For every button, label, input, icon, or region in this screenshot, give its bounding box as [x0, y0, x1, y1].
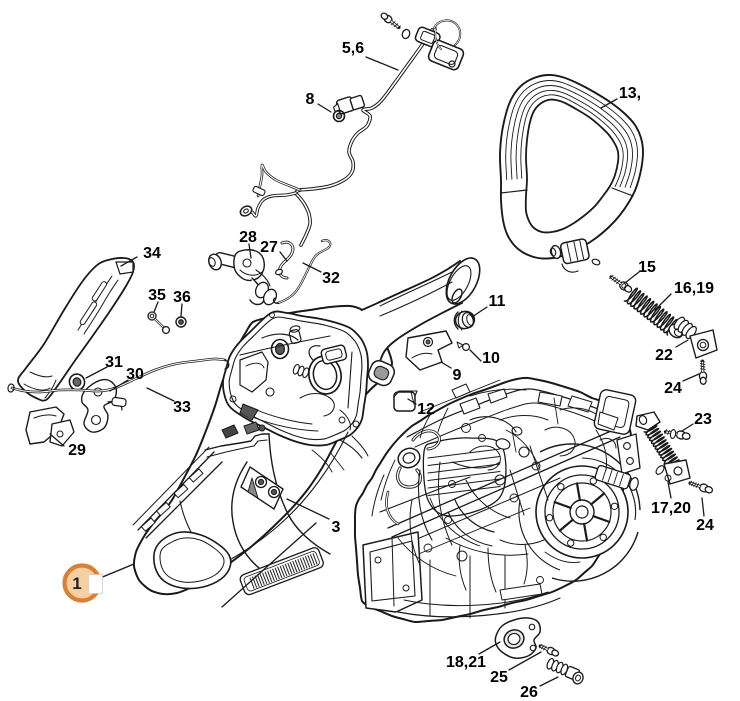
svg-text:15: 15	[638, 259, 656, 276]
svg-text:35: 35	[148, 287, 166, 304]
svg-text:31: 31	[105, 354, 123, 371]
svg-text:32: 32	[322, 270, 340, 287]
svg-text:18,21: 18,21	[446, 654, 486, 671]
svg-text:17,20: 17,20	[651, 500, 691, 517]
svg-text:16,19: 16,19	[674, 280, 714, 297]
svg-text:9: 9	[453, 367, 462, 384]
svg-text:8: 8	[306, 91, 315, 108]
svg-text:29: 29	[68, 442, 86, 459]
svg-text:12: 12	[417, 401, 435, 418]
svg-text:13,: 13,	[619, 85, 641, 102]
svg-text:34: 34	[143, 245, 161, 262]
svg-text:25: 25	[490, 669, 508, 686]
svg-text:24: 24	[664, 380, 682, 397]
svg-text:5,6: 5,6	[342, 40, 364, 57]
svg-text:23: 23	[694, 411, 712, 428]
svg-text:22: 22	[655, 347, 673, 364]
svg-text:3: 3	[332, 519, 341, 536]
svg-text:27: 27	[260, 239, 278, 256]
svg-text:36: 36	[173, 289, 191, 306]
svg-text:33: 33	[173, 399, 191, 416]
svg-text:11: 11	[489, 293, 506, 310]
svg-text:10: 10	[482, 350, 500, 367]
svg-text:24: 24	[696, 517, 714, 534]
svg-text:1: 1	[72, 574, 81, 593]
svg-text:30: 30	[126, 366, 144, 383]
svg-text:26: 26	[520, 684, 538, 701]
svg-text:28: 28	[239, 229, 257, 246]
